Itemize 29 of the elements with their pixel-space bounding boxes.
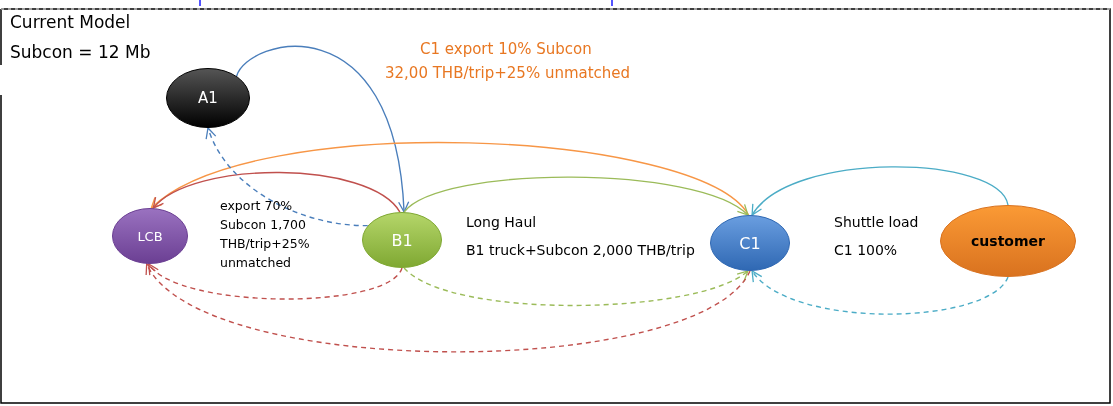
arrow: [751, 166, 1009, 216]
text-label: Long Haul: [466, 214, 537, 230]
ellipse-node: [166, 68, 250, 128]
text-label: Subcon = 12 Mb: [10, 42, 151, 62]
arrow: [152, 171, 401, 213]
arrow: [403, 267, 749, 307]
arrow: [147, 263, 403, 300]
arrow: [206, 127, 369, 227]
arrow: [146, 263, 751, 353]
ellipse-node: [112, 208, 188, 264]
ellipse-node: [710, 215, 790, 271]
node-label: LCB: [137, 228, 163, 244]
arrow: [150, 142, 750, 216]
node-label: B1: [391, 230, 413, 250]
arrow: [403, 176, 749, 216]
node-label: C1: [739, 233, 761, 253]
text-label: 32,00 THB/trip+25% unmatched: [385, 64, 631, 82]
node-label: A1: [198, 89, 218, 107]
text-label: Shuttle load: [834, 214, 919, 230]
ellipse-node: [362, 212, 442, 268]
text-label: B1 truck+Subcon 2,000 THB/trip: [466, 242, 695, 258]
arrow: [235, 45, 409, 213]
text-label: C1 100%: [834, 242, 898, 258]
text-label: Current Model: [10, 12, 131, 32]
text-label: C1 export 10% Subcon: [420, 40, 592, 58]
node-label: customer: [971, 233, 1045, 249]
text-label: export 70% Subcon 1,700 THB/trip+25% unmatched: [220, 197, 311, 272]
arrow: [751, 270, 1009, 315]
ellipse-node: [940, 205, 1076, 277]
